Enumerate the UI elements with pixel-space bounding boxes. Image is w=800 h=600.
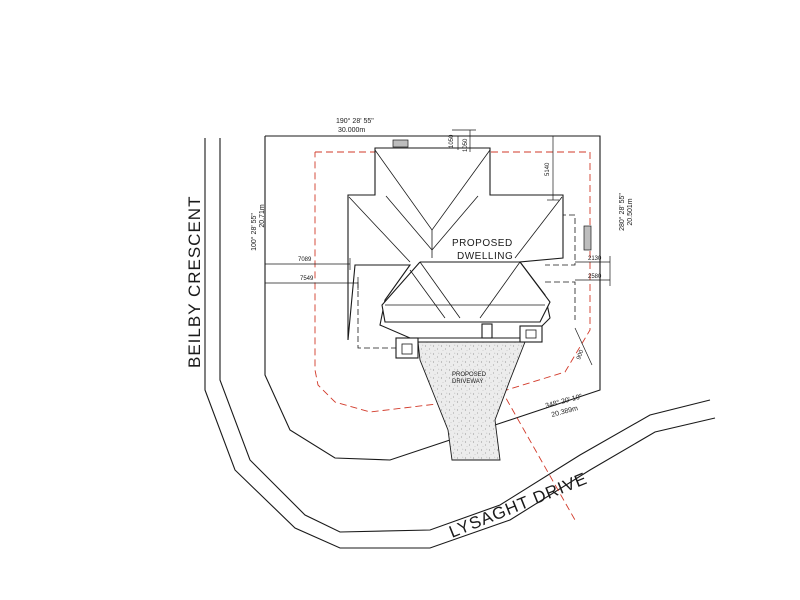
dwelling-roof bbox=[347, 139, 592, 359]
west-boundary-length: 20.71m bbox=[259, 204, 266, 228]
driveway-label-line2: DRIVEWAY bbox=[452, 379, 483, 385]
street-name-beilby-crescent: BEILBY CRESCENT bbox=[185, 196, 204, 368]
dim-east-eave: 2130 bbox=[588, 256, 602, 262]
road-kerbs bbox=[204, 138, 716, 549]
vent-north bbox=[392, 139, 409, 148]
east-boundary-bearing: 280° 28' 55" bbox=[618, 193, 626, 231]
dwelling-label-line2: DWELLING bbox=[457, 251, 513, 262]
west-boundary-bearing: 100° 28' 55" bbox=[250, 213, 258, 251]
dim-south-east: 900 bbox=[576, 349, 585, 361]
dim-west-wall: 7549 bbox=[300, 276, 314, 282]
dim-north-2: 1050 bbox=[463, 138, 469, 152]
north-boundary-bearing: 190° 28' 55" bbox=[336, 117, 374, 125]
driveway-label-line1: PROPOSED bbox=[452, 372, 487, 378]
dim-west-eave: 7089 bbox=[298, 257, 312, 263]
street-name-lysaght-drive: LYSAGHT DRIVE bbox=[446, 469, 590, 542]
north-boundary-length: 30.000m bbox=[338, 127, 365, 134]
south-boundary-bearing: 348° 20' 10" bbox=[544, 392, 583, 410]
vent-east bbox=[583, 225, 592, 251]
dimension-lines bbox=[264, 129, 611, 366]
dwelling-label-line1: PROPOSED bbox=[452, 238, 513, 249]
dim-east-wall: 2580 bbox=[588, 274, 602, 280]
dim-north-1: 1050 bbox=[449, 134, 455, 148]
dim-north-right: 5140 bbox=[545, 162, 551, 176]
property-boundary bbox=[264, 135, 601, 461]
east-boundary-length: 20.501m bbox=[627, 198, 634, 225]
proposed-driveway bbox=[417, 341, 526, 461]
